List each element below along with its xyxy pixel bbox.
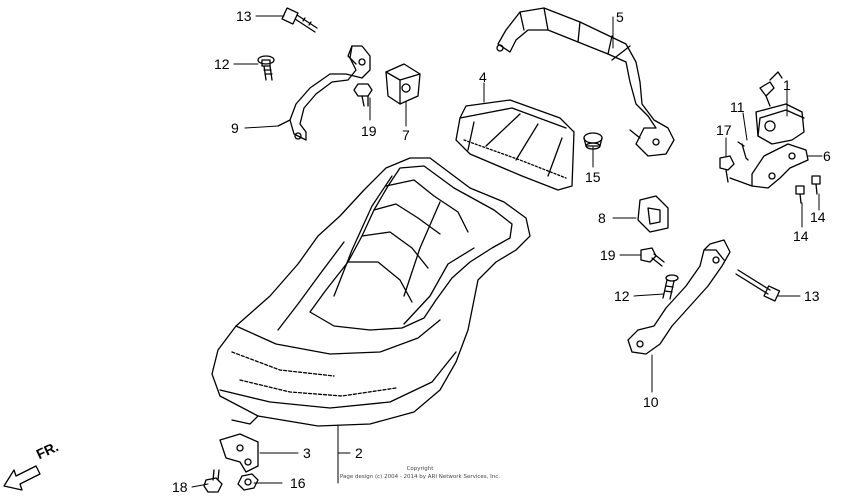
callout-12-lower[interactable]: 12 — [614, 288, 630, 304]
callout-18[interactable]: 18 — [172, 479, 188, 495]
bolt-19-upper[interactable] — [353, 83, 373, 107]
callout-5[interactable]: 5 — [616, 9, 624, 25]
copyright-line-1: Copyright — [406, 466, 434, 472]
seat-lock-1[interactable] — [755, 71, 805, 145]
callout-1[interactable]: 1 — [783, 77, 791, 93]
callout-13-lower[interactable]: 13 — [804, 288, 820, 304]
callout-19-upper[interactable]: 19 — [361, 123, 377, 139]
bolt-13-upper[interactable] — [281, 7, 318, 33]
grommet-15[interactable] — [583, 132, 603, 150]
bolt-13-lower[interactable] — [735, 269, 781, 302]
callout-19-lower[interactable]: 19 — [600, 247, 616, 263]
bolt-19-lower[interactable] — [640, 247, 665, 267]
wire-11[interactable] — [737, 141, 749, 161]
callout-6[interactable]: 6 — [823, 148, 831, 164]
seat-2[interactable] — [211, 157, 531, 427]
callout-12-upper[interactable]: 12 — [214, 56, 230, 72]
callout-17[interactable]: 17 — [716, 122, 732, 138]
callout-16[interactable]: 16 — [290, 475, 306, 491]
grab-rail-right-10[interactable] — [627, 239, 731, 355]
pillion-pad-4[interactable] — [455, 99, 575, 191]
callout-8[interactable]: 8 — [598, 210, 606, 226]
bolt-18[interactable] — [203, 469, 223, 493]
grab-rail-left-9[interactable] — [277, 45, 371, 141]
bolt-12-upper[interactable] — [257, 55, 275, 81]
bracket-8[interactable] — [637, 195, 669, 233]
callout-9[interactable]: 9 — [231, 120, 239, 136]
nut-16[interactable] — [237, 473, 259, 491]
front-direction-arrow-icon — [3, 465, 41, 491]
grab-rail-rear-5[interactable] — [496, 7, 675, 157]
callout-3[interactable]: 3 — [303, 445, 311, 461]
callout-13-upper[interactable]: 13 — [236, 8, 252, 24]
callout-4[interactable]: 4 — [479, 69, 487, 85]
leader-lines — [191, 15, 823, 488]
bracket-7[interactable] — [385, 63, 421, 105]
callout-14-lower[interactable]: 14 — [793, 228, 809, 244]
callout-7[interactable]: 7 — [402, 127, 410, 143]
copyright-line-2: Page design (c) 2004 - 2014 by ARI Netwo… — [339, 474, 501, 480]
seat-bracket-3[interactable] — [219, 433, 259, 473]
callout-14-right[interactable]: 14 — [810, 209, 826, 225]
callout-11[interactable]: 11 — [730, 99, 745, 115]
bolt-14-right[interactable] — [811, 175, 821, 195]
callout-10[interactable]: 10 — [643, 394, 659, 410]
lock-bracket-6[interactable] — [729, 143, 809, 189]
callout-15[interactable]: 15 — [585, 169, 601, 185]
bolt-17[interactable] — [719, 155, 735, 183]
callout-2[interactable]: 2 — [355, 445, 363, 461]
bolt-14-lower[interactable] — [795, 185, 805, 204]
bolt-12-lower[interactable] — [662, 274, 679, 300]
